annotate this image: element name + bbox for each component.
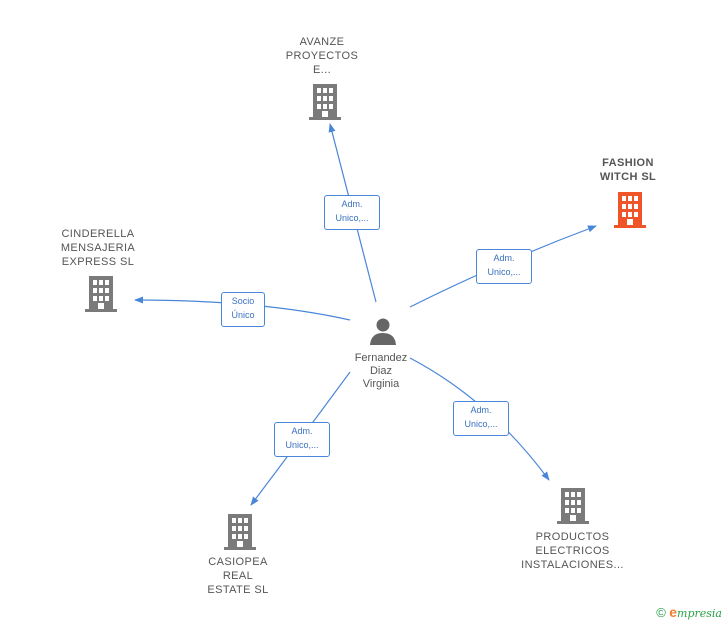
building-icon[interactable]	[309, 84, 341, 120]
building-icon[interactable]	[85, 276, 117, 312]
company-label-cinderella[interactable]: CINDERELLA MENSAJERIA EXPRESS SL	[60, 228, 136, 268]
company-label-productos[interactable]: PRODUCTOS ELECTRICOS INSTALACIONES...	[521, 531, 624, 571]
person-name[interactable]: Fernandez Diaz Virginia	[354, 352, 408, 390]
copyright-icon: ©	[656, 605, 666, 620]
building-icon[interactable]	[614, 192, 646, 228]
brand-initial: e	[669, 604, 678, 620]
edge-label-casiopea[interactable]: Adm. Unico,...	[274, 422, 330, 457]
brand-name: mpresia	[677, 607, 722, 620]
person-icon[interactable]	[368, 316, 398, 346]
edge-label-fashion[interactable]: Adm. Unico,...	[476, 249, 532, 284]
edge-label-avanze[interactable]: Adm. Unico,...	[324, 195, 380, 230]
edge-label-productos[interactable]: Adm. Unico,...	[453, 401, 509, 436]
company-label-casiopea[interactable]: CASIOPEA REAL ESTATE SL	[207, 556, 269, 596]
building-icon[interactable]	[224, 514, 256, 550]
building-icon[interactable]	[557, 488, 589, 524]
footer-brand[interactable]: © empresia	[656, 604, 722, 620]
company-label-fashion[interactable]: FASHION WITCH SL	[599, 157, 657, 183]
company-label-avanze[interactable]: AVANZE PROYECTOS E...	[285, 36, 359, 76]
edge-label-cinderella[interactable]: Socio Único	[221, 292, 265, 327]
